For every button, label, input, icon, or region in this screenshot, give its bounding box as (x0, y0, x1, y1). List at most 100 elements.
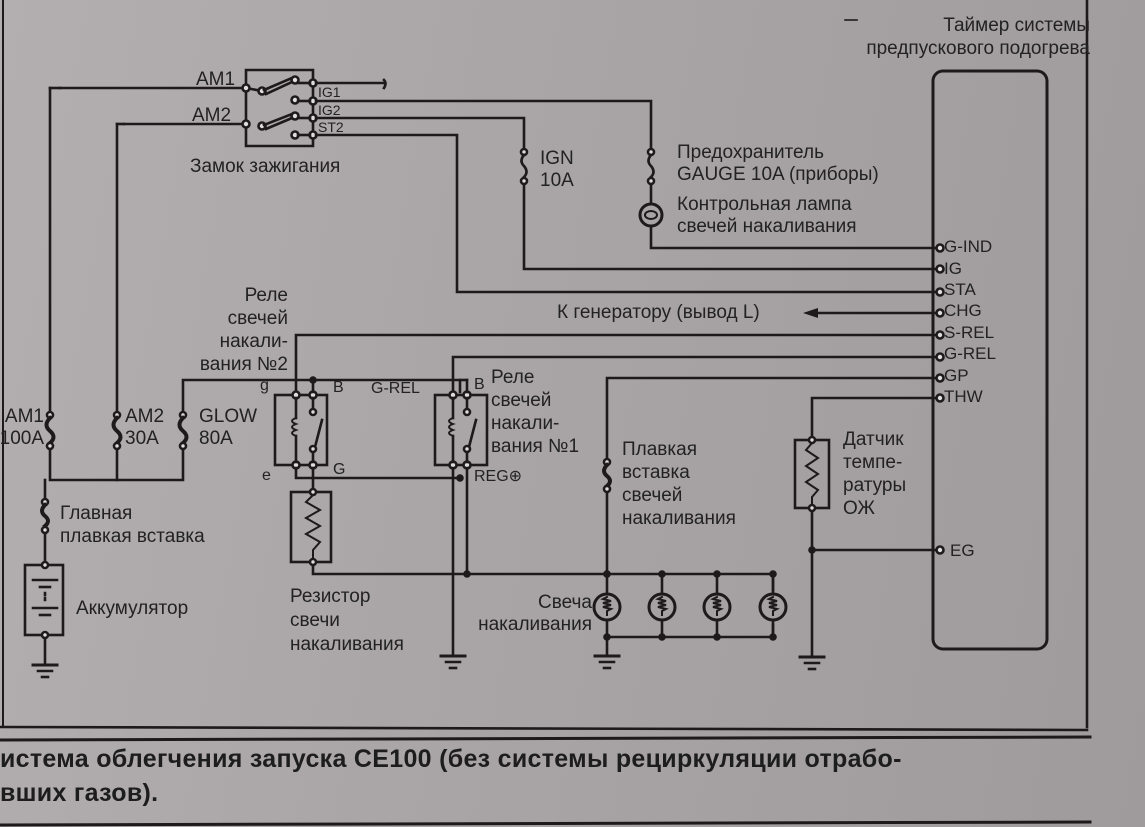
glow-fusible-link-label: Плавкая вставка свечей накаливания (622, 438, 736, 530)
am2-fuse-name: AM2 (125, 406, 165, 427)
battery-symbol (23, 560, 65, 640)
relay2-label-line3: накали- (219, 331, 288, 352)
relay2-label-line2: свечей (227, 308, 288, 329)
timer-box (931, 69, 1049, 651)
relay2-label-line1: Реле (244, 285, 288, 306)
gauge-fuse-symbol (646, 147, 656, 186)
wire-ig-to-gauge (314, 99, 653, 150)
generator-note: К генератору (вывод L) (557, 302, 760, 323)
gauge-fuse-title: Предохранитель (677, 142, 824, 163)
ign-fuse-label: IGN 10A (540, 148, 574, 192)
ground-symbol-relay (439, 654, 467, 670)
wire-relay2-e (294, 466, 462, 480)
glow-plug-label: Свеча накаливания (440, 592, 592, 636)
am2-fuse-symbol (111, 410, 123, 451)
caption-line1: истема облегчения запуска CE100 (без сис… (0, 745, 902, 773)
ign-fuse-rating: 10A (540, 170, 574, 191)
pin-g-rel: G-REL (944, 344, 996, 363)
relay2-terminal-g: g (260, 377, 269, 394)
ign-fuse-name: IGN (540, 148, 574, 169)
switch-output-ig1: IG1 (318, 84, 341, 100)
relay1-label-line3: накали- (491, 413, 560, 434)
relay1-label: Реле свечей накали- вания №1 (491, 366, 579, 458)
relay1-terminal-grel: G-REL (371, 380, 420, 397)
gauge-fuse-label: Предохранитель GAUGE 10A (приборы) (677, 142, 879, 186)
pin-eg: EG (950, 541, 975, 560)
glow-fuse-name: GLOW (199, 406, 258, 427)
resistor-label-line3: накаливания (290, 634, 404, 655)
figure-caption: истема облегчения запуска CE100 (без сис… (0, 742, 1100, 810)
temp-sensor-symbol (793, 435, 831, 513)
relay1-symbol (433, 390, 489, 470)
pin-ig: IG (944, 259, 962, 278)
wire-gp (605, 376, 942, 462)
glow-fusible-link-line2: вставка (622, 462, 690, 483)
am1-fuse-rating: 100A (0, 428, 44, 449)
temp-sensor-label-line1: Датчик (843, 429, 904, 450)
wire-lamp-to-gind (649, 224, 942, 250)
main-fusible-link-symbol (40, 497, 50, 535)
relay2-label: Реле свечей накали- вания №2 (180, 284, 288, 376)
pin-g-ind: G-IND (944, 237, 993, 256)
switch-output-st2: ST2 (318, 119, 344, 135)
ground-symbol-plugs (593, 654, 621, 670)
am1-fuse-name: AM1 (4, 406, 44, 427)
relay1-terminal-reg: REG⊕ (474, 468, 523, 485)
am2-fuse-rating: 30A (125, 428, 159, 449)
main-fusible-link-line2: плавкая вставка (60, 526, 205, 547)
main-fusible-link-label: Главная плавкая вставка (60, 502, 205, 548)
glow-plugs-group (592, 570, 788, 641)
caption-bottom-rule (0, 820, 1092, 827)
pin-s-rel: S-REL (944, 323, 995, 342)
switch-input-am1: AM1 (196, 69, 236, 90)
timer-title-line2: предпускового подогрева (866, 38, 1090, 59)
glow-fusible-link-line1: Плавкая (622, 439, 697, 460)
temp-sensor-label-line4: ОЖ (843, 498, 875, 519)
pin-chg: CHG (944, 301, 982, 320)
ignition-switch-symbol (58, 68, 318, 148)
pin-thw: THW (944, 387, 983, 406)
indicator-lamp-symbol (638, 202, 664, 228)
wire-st2-to-sta (314, 133, 942, 294)
relay2-terminal-b: B (333, 379, 344, 396)
caption-line2: вших газов). (0, 779, 159, 807)
glow-fusible-link-symbol (602, 457, 612, 494)
wire-ign-to-ig (522, 182, 942, 271)
wire-ig2-to-ign (314, 116, 526, 150)
timer-title-line1: Таймер системы (943, 15, 1090, 36)
ignition-switch-label: Замок зажигания (190, 156, 341, 177)
frame-bottom (0, 725, 1089, 732)
glow-fusible-link-line3: свечей (622, 485, 683, 506)
relay2-symbol (273, 390, 329, 470)
resistor-label-line1: Резистор (290, 586, 371, 607)
main-fusible-link-line1: Главная (60, 503, 133, 524)
switch-output-ig2: IG2 (318, 102, 341, 118)
wire-ig1-end (382, 78, 387, 90)
indicator-lamp-line2: свечей накаливания (677, 216, 857, 237)
relay1-label-line1: Реле (491, 367, 535, 388)
relay2-terminal-G: G (333, 461, 346, 478)
ground-symbol-battery (31, 663, 59, 679)
glow-fuse-label: GLOW 80A (199, 406, 257, 450)
glow-plug-3 (702, 570, 732, 641)
glow-fuse-rating: 80A (199, 428, 233, 449)
glow-fusible-link-line4: накаливания (622, 508, 736, 529)
pin-gp: GP (944, 366, 969, 385)
pin-sta: STA (944, 280, 976, 299)
ign-fuse-symbol (519, 147, 529, 186)
resistor-label: Резистор свечи накаливания (290, 585, 404, 657)
relay1-terminal-b: B (474, 376, 485, 393)
wire-plugs-bottom (605, 623, 775, 639)
wire-glow-vertical (181, 378, 315, 414)
glow-fuse-symbol (177, 410, 189, 451)
timer-title: Таймер системы предпускового подогрева (800, 14, 1090, 60)
glow-plug-label-line2: накаливания (478, 614, 592, 635)
ground-symbol-sensor (798, 655, 826, 671)
temp-sensor-label-line2: темпе- (843, 452, 903, 473)
battery-label: Аккумулятор (76, 598, 189, 619)
glow-resistor-symbol (289, 487, 333, 567)
am1-fuse-label: AM1 100A (0, 406, 44, 450)
relay1-label-line2: свечей (491, 390, 552, 411)
temp-sensor-label: Датчик темпе- ратуры ОЖ (843, 428, 906, 520)
